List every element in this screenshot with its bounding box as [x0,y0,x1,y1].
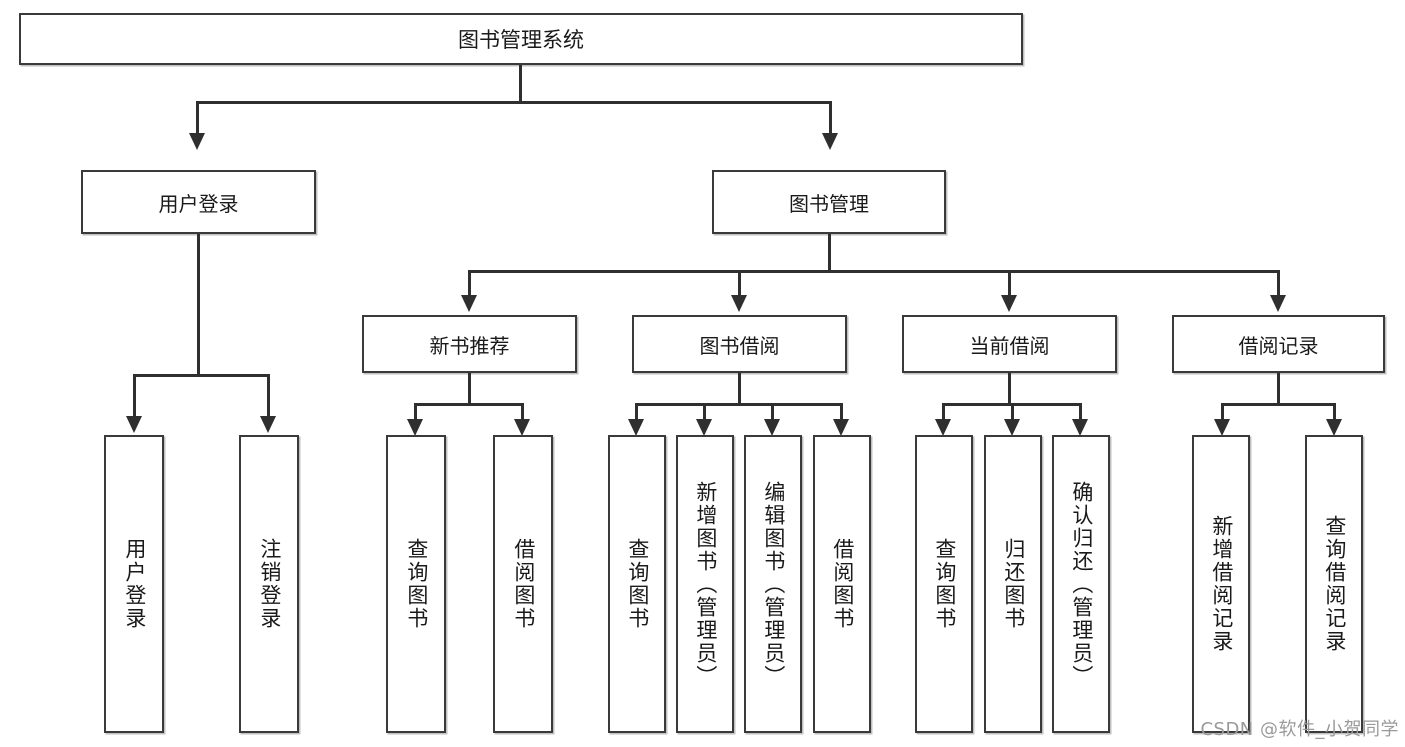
connector-drop-leaf-query-book-2 [635,403,638,423]
node-label: 图书管理系统 [458,28,584,52]
node-leaf-query-record[interactable]: 查询借阅记录 [1305,435,1363,733]
arrowhead-leaf-borrow-book-1 [514,419,530,436]
node-label: 编辑图书（管理员） [761,480,786,688]
node-label: 查询图书 [625,538,650,630]
connector-drop-leaf-borrow-book-1 [521,403,524,423]
node-label: 注销登录 [257,538,282,630]
connector-drop-borrow-record [1277,270,1280,297]
connector-new-book-recommend-stem [468,373,471,405]
node-leaf-query-book-1[interactable]: 查询图书 [386,435,446,733]
connector-current-borrow-stem [1008,373,1011,405]
connector-borrow-record-stem [1277,373,1280,405]
connector-drop-book-borrow [738,270,741,297]
arrowhead-leaf-borrow-book-2 [833,419,849,436]
arrowhead-leaf-return-book [1004,419,1020,436]
node-book-management[interactable]: 图书管理 [712,170,946,234]
node-leaf-borrow-book-2[interactable]: 借阅图书 [813,435,871,733]
node-leaf-query-book-3[interactable]: 查询图书 [915,435,973,733]
connector-drop-leaf-add-record [1221,403,1224,423]
arrowhead-user-login [189,133,205,150]
node-label: 借阅图书 [511,538,536,630]
node-leaf-query-book-2[interactable]: 查询图书 [608,435,666,733]
arrowhead-leaf-query-book-2 [628,419,644,436]
node-label: 查询借阅记录 [1322,515,1347,653]
connector-borrow-record-bus [1221,403,1336,406]
csdn-watermark: CSDN @软件_小贺同学 [1200,719,1399,740]
arrowhead-leaf-edit-book [764,419,780,436]
connector-drop-leaf-return-book [1011,403,1014,423]
connector-drop-user-login [196,101,199,135]
node-label: 新增图书（管理员） [693,480,718,688]
arrowhead-leaf-user-logout [260,416,276,433]
connector-drop-current-borrow [1008,270,1011,297]
connector-user-login-bus [133,374,270,377]
node-current-borrow[interactable]: 当前借阅 [902,315,1117,373]
node-leaf-add-record[interactable]: 新增借阅记录 [1192,435,1250,733]
node-label: 新书推荐 [429,333,510,358]
node-user-login[interactable]: 用户登录 [81,170,316,234]
arrowhead-borrow-record [1270,295,1286,312]
arrowhead-current-borrow [1001,295,1017,312]
connector-drop-book-management [829,101,832,135]
node-label: 图书管理 [789,191,869,216]
connector-drop-leaf-query-record [1333,403,1336,423]
node-label: 归还图书 [1001,538,1026,630]
arrowhead-leaf-query-record [1326,419,1342,436]
arrowhead-leaf-query-book-3 [935,419,951,436]
node-leaf-user-logout[interactable]: 注销登录 [239,435,299,733]
connector-root-stem [519,65,522,103]
connector-new-book-recommend-bus [414,403,524,406]
node-borrow-record[interactable]: 借阅记录 [1172,315,1385,373]
node-new-book-recommend[interactable]: 新书推荐 [362,315,577,373]
node-label: 用户登录 [122,538,147,630]
arrowhead-leaf-add-record [1214,419,1230,436]
connector-book-management-stem [828,234,831,272]
node-label: 图书借阅 [699,333,780,358]
node-leaf-edit-book[interactable]: 编辑图书（管理员） [744,435,802,733]
node-label: 借阅记录 [1238,333,1319,358]
arrowhead-book-management [822,133,838,150]
connector-drop-new-book-recommend [468,270,471,297]
node-label: 查询图书 [404,538,429,630]
connector-drop-leaf-add-book [703,403,706,423]
node-label: 用户登录 [158,191,239,216]
node-label: 借阅图书 [830,538,855,630]
node-leaf-borrow-book-1[interactable]: 借阅图书 [493,435,553,733]
connector-drop-leaf-borrow-book-2 [840,403,843,423]
connector-book-management-bus [468,270,1280,273]
arrowhead-leaf-query-book-1 [407,419,423,436]
node-leaf-add-book[interactable]: 新增图书（管理员） [676,435,734,733]
node-label: 确认归还（管理员） [1069,480,1094,688]
connector-book-borrow-stem [738,373,741,405]
connector-drop-leaf-user-logout [267,374,270,418]
node-book-borrow[interactable]: 图书借阅 [632,315,847,373]
connector-user-login-stem [197,234,200,376]
arrowhead-leaf-add-book [696,419,712,436]
connector-drop-leaf-edit-book [771,403,774,423]
connector-book-borrow-bus [635,403,843,406]
arrowhead-leaf-confirm-return [1072,419,1088,436]
arrowhead-leaf-user-login [126,416,142,433]
node-label: 查询图书 [932,538,957,630]
arrowhead-new-book-recommend [461,295,477,312]
connector-root-bus [196,101,832,104]
node-root-system[interactable]: 图书管理系统 [19,13,1023,65]
connector-drop-leaf-confirm-return [1079,403,1082,423]
connector-drop-leaf-query-book-1 [414,403,417,423]
node-leaf-user-login[interactable]: 用户登录 [104,435,164,733]
node-leaf-return-book[interactable]: 归还图书 [984,435,1042,733]
node-leaf-confirm-return[interactable]: 确认归还（管理员） [1052,435,1110,733]
connector-drop-leaf-user-login [133,374,136,418]
arrowhead-book-borrow [731,295,747,312]
node-label: 新增借阅记录 [1209,515,1234,653]
node-label: 当前借阅 [969,333,1050,358]
connector-drop-leaf-query-book-3 [942,403,945,423]
